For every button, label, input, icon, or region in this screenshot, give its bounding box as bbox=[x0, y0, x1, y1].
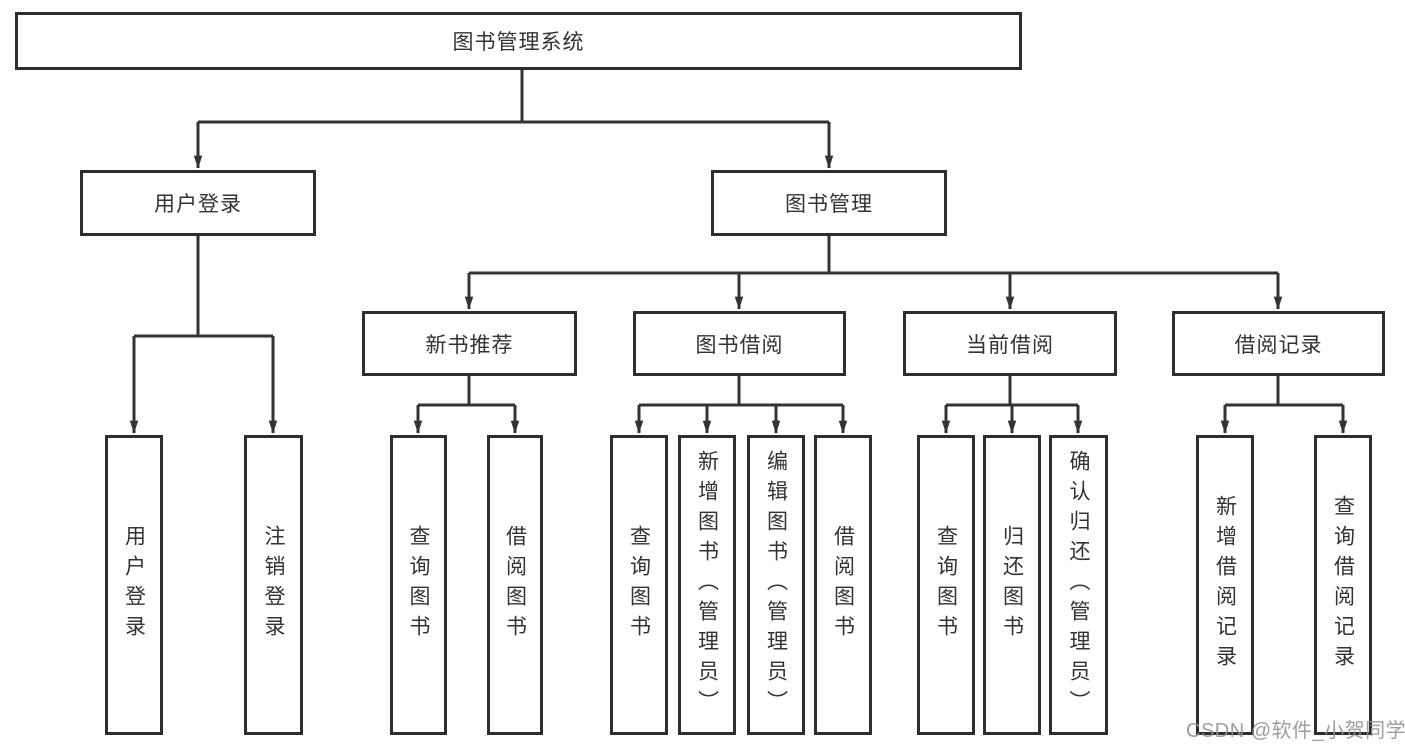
leaf-label: 编辑图书（管理员） bbox=[764, 450, 788, 720]
leaf-confirm-return-admin: 确认归还（管理员） bbox=[1049, 435, 1108, 735]
node-book-borrow: 图书借阅 bbox=[633, 311, 846, 376]
connector-borrow-record-group bbox=[1220, 376, 1348, 434]
connector-book-management-to-level3 bbox=[464, 236, 1283, 310]
node-current-borrow: 当前借阅 bbox=[903, 311, 1117, 376]
leaf-query-book-2: 查询图书 bbox=[610, 435, 668, 735]
leaf-borrow-book-2: 借阅图书 bbox=[814, 435, 872, 735]
leaf-label: 查询借阅记录 bbox=[1331, 495, 1355, 675]
node-book-management: 图书管理 bbox=[711, 170, 947, 236]
leaf-label: 借阅图书 bbox=[503, 525, 527, 645]
leaf-edit-book-admin: 编辑图书（管理员） bbox=[747, 435, 805, 735]
connector-current-borrow-group bbox=[941, 376, 1083, 434]
connector-user-login-group bbox=[129, 236, 278, 434]
leaf-add-borrow-record: 新增借阅记录 bbox=[1196, 435, 1254, 735]
connector-book-borrow-group bbox=[634, 376, 848, 434]
leaf-label: 借阅图书 bbox=[831, 525, 855, 645]
leaf-add-book-admin: 新增图书（管理员） bbox=[678, 435, 736, 735]
node-library-system: 图书管理系统 bbox=[15, 12, 1022, 70]
leaf-borrow-book-1: 借阅图书 bbox=[487, 435, 543, 735]
node-user-login: 用户登录 bbox=[80, 170, 316, 236]
leaf-user-login: 用户登录 bbox=[105, 435, 163, 735]
leaf-label: 归还图书 bbox=[1000, 525, 1024, 645]
leaf-label: 注销登录 bbox=[262, 525, 285, 645]
leaf-label: 查询图书 bbox=[627, 525, 651, 645]
leaf-logout: 注销登录 bbox=[244, 435, 303, 735]
leaf-label: 查询图书 bbox=[407, 525, 430, 645]
leaf-query-book-1: 查询图书 bbox=[390, 435, 447, 735]
node-new-book-recommend: 新书推荐 bbox=[362, 311, 577, 376]
leaf-label: 确认归还（管理员） bbox=[1067, 450, 1090, 720]
leaf-label: 查询图书 bbox=[934, 525, 958, 645]
csdn-watermark: CSDN @软件_小贺同学 bbox=[1186, 720, 1405, 742]
node-borrow-record: 借阅记录 bbox=[1172, 311, 1385, 376]
leaf-label: 用户登录 bbox=[122, 525, 146, 645]
connector-root-to-level2 bbox=[193, 70, 834, 169]
leaf-label: 新增图书（管理员） bbox=[695, 450, 719, 720]
leaf-query-book-3: 查询图书 bbox=[917, 435, 975, 735]
leaf-label: 新增借阅记录 bbox=[1213, 495, 1237, 675]
leaf-return-book: 归还图书 bbox=[983, 435, 1041, 735]
leaf-query-borrow-record: 查询借阅记录 bbox=[1314, 435, 1372, 735]
connector-new-book-group bbox=[413, 376, 520, 434]
